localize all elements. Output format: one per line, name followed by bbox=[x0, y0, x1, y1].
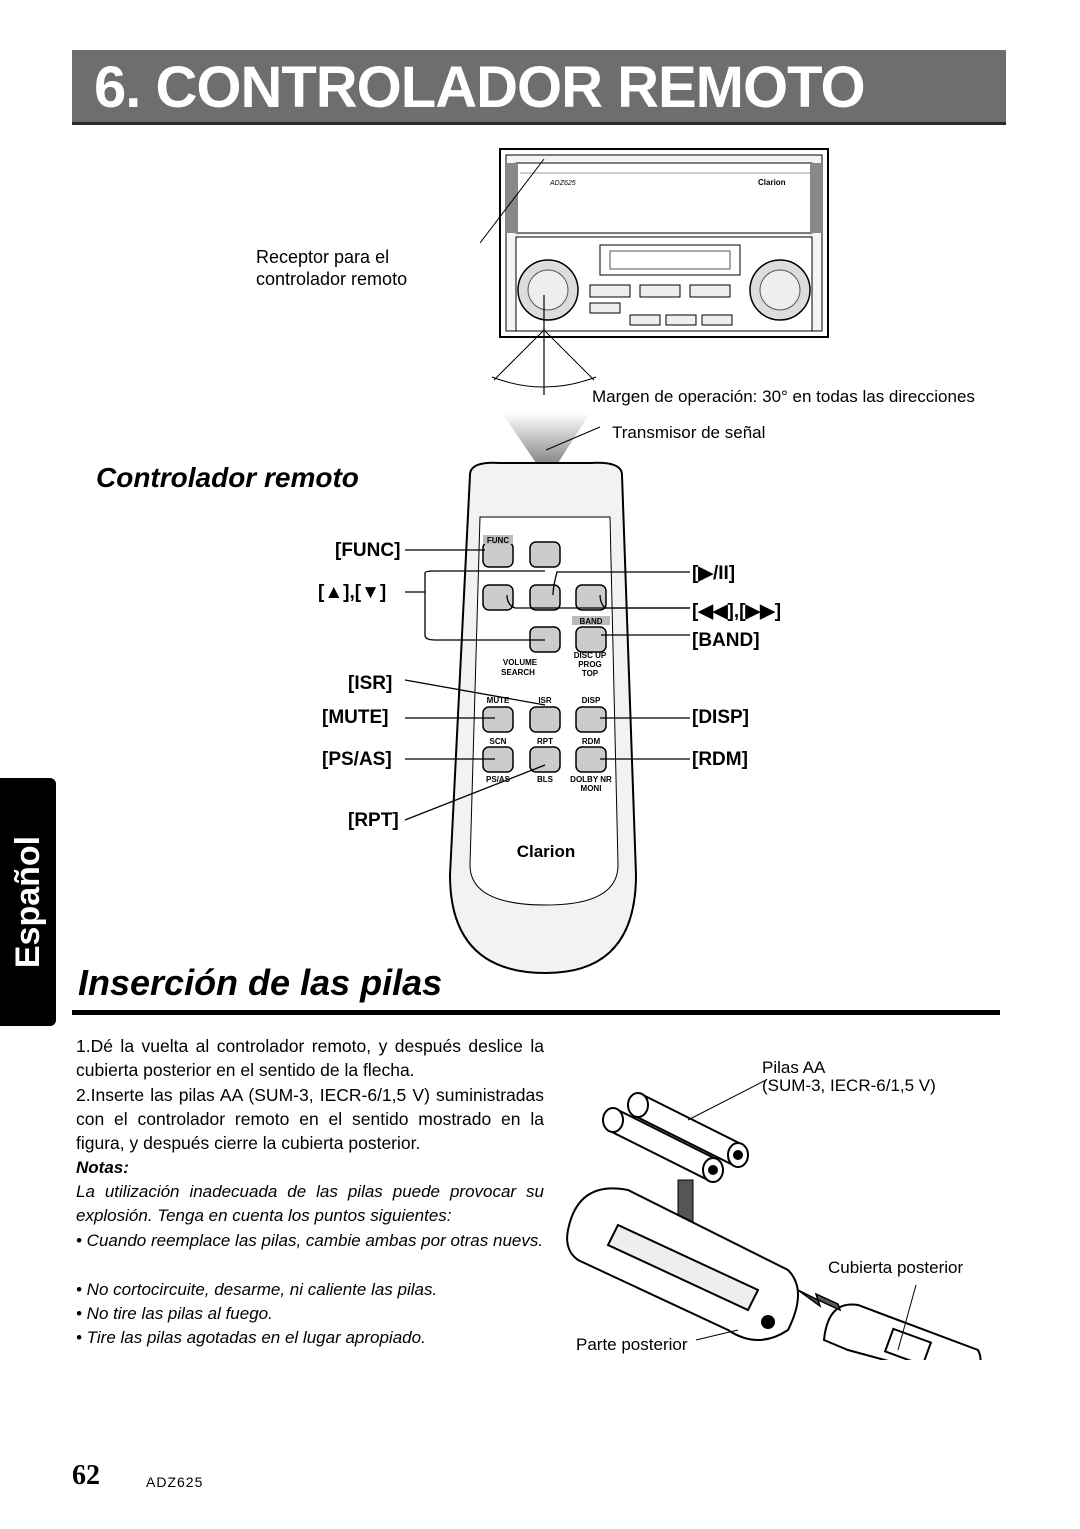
language-tab bbox=[0, 778, 56, 1026]
notes-intro: La utilización inadecuada de las pilas p… bbox=[76, 1182, 544, 1225]
remote-psas-label: PS/AS bbox=[486, 775, 511, 784]
transmitter-label: Transmisor de señal bbox=[612, 423, 766, 442]
callout-skip: [◀◀],[▶▶] bbox=[692, 601, 782, 622]
remote-subtitle: Controlador remoto bbox=[96, 462, 359, 493]
callout-rdm: [RDM] bbox=[692, 749, 748, 770]
head-unit-illustration: ADZ625 Clarion bbox=[480, 148, 829, 395]
callout-play-pause: [▶/II] bbox=[692, 563, 736, 584]
remote-brand-logo: Clarion bbox=[517, 842, 576, 861]
note-4: • Tire las pilas agotadas en el lugar ap… bbox=[76, 1328, 426, 1347]
remote-top-label: TOP bbox=[582, 669, 599, 678]
remote-band-label: BAND bbox=[579, 617, 602, 626]
callout-band: [BAND] bbox=[692, 630, 760, 651]
section-divider bbox=[72, 1010, 1000, 1015]
remote-scn-label: SCN bbox=[490, 737, 507, 746]
label-cover: Cubierta posterior bbox=[828, 1258, 964, 1277]
remote-func-label: FUNC bbox=[487, 536, 509, 545]
unit-model: ADZ625 bbox=[549, 180, 576, 187]
remote-illustration: FUNC BAND VOLUME SEARCH DISC UP PROG TOP… bbox=[448, 413, 638, 975]
operating-margin-label: Margen de operación: 30° en todas las di… bbox=[592, 387, 975, 406]
battery-section-title: Inserción de las pilas bbox=[78, 962, 443, 1003]
step-2: 2.Inserte las pilas AA (SUM-3, IECR-6/1,… bbox=[76, 1085, 544, 1153]
callout-func: [FUNC] bbox=[335, 540, 401, 561]
callout-up-down: [▲],[▼] bbox=[318, 582, 387, 603]
remote-dolby-label: DOLBY NR bbox=[570, 775, 612, 784]
callout-lines bbox=[404, 549, 690, 821]
label-back: Parte posterior bbox=[576, 1335, 688, 1354]
callout-rpt: [RPT] bbox=[348, 810, 399, 831]
label-pilas-spec: (SUM-3, IECR-6/1,5 V) bbox=[762, 1076, 936, 1095]
remote-mute-label: MUTE bbox=[487, 696, 510, 705]
remote-prog-label: PROG bbox=[578, 660, 602, 669]
unit-brand: Clarion bbox=[758, 178, 786, 187]
note-1: • Cuando reemplace las pilas, cambie amb… bbox=[76, 1231, 544, 1250]
title-bar bbox=[72, 50, 1006, 125]
remote-search-label: SEARCH bbox=[501, 668, 535, 677]
callout-mute: [MUTE] bbox=[322, 707, 389, 728]
note-2: • No cortocircuite, desarme, ni caliente… bbox=[76, 1280, 438, 1299]
step-1: 1.Dé la vuelta al controlador remoto, y … bbox=[76, 1036, 544, 1080]
note-3: • No tire las pilas al fuego. bbox=[76, 1304, 273, 1323]
remote-rpt-label: RPT bbox=[537, 737, 553, 746]
notes-title: Notas: bbox=[76, 1158, 129, 1177]
remote-rdm-label: RDM bbox=[582, 737, 601, 746]
remote-volume-label: VOLUME bbox=[503, 658, 538, 667]
callout-disp: [DISP] bbox=[692, 707, 749, 728]
receiver-label-2: controlador remoto bbox=[256, 269, 408, 289]
callout-isr: [ISR] bbox=[348, 673, 393, 694]
remote-isr-label: ISR bbox=[538, 696, 552, 705]
remote-moni-label: MONI bbox=[581, 784, 602, 793]
receiver-label-1: Receptor para el bbox=[256, 247, 390, 267]
remote-discup-label: DISC UP bbox=[574, 651, 607, 660]
label-pilas: Pilas AA bbox=[762, 1058, 826, 1077]
page-title: 6. CONTROLADOR REMOTO bbox=[94, 55, 866, 120]
language-tab-label: Español bbox=[9, 835, 47, 969]
footer-model: ADZ625 bbox=[146, 1474, 204, 1490]
battery-insertion-illustration bbox=[566, 1079, 982, 1360]
callout-psas: [PS/AS] bbox=[322, 749, 392, 770]
remote-bls-label: BLS bbox=[537, 775, 554, 784]
page-number: 62 bbox=[72, 1460, 100, 1491]
remote-disp-label: DISP bbox=[582, 696, 601, 705]
